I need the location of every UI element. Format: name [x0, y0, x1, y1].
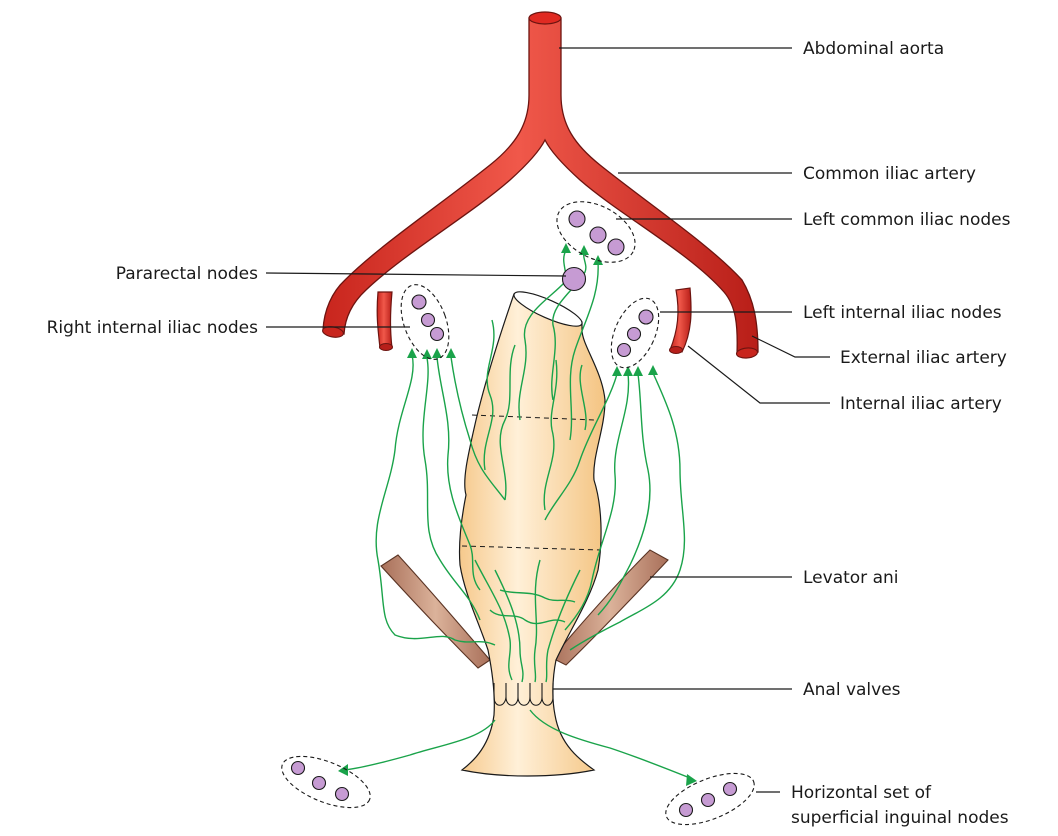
leader-internal-iliac-artery: [688, 346, 830, 403]
right-internal-iliac-node-group: [392, 278, 458, 366]
label-right-internal-iliac-nodes: Right internal iliac nodes: [47, 318, 259, 338]
label-superficial-inguinal-line1: Horizontal set of: [791, 783, 932, 803]
label-left-internal-iliac-nodes: Left internal iliac nodes: [803, 303, 1002, 323]
left-internal-iliac-artery: [670, 288, 691, 352]
label-abdominal-aorta: Abdominal aorta: [803, 39, 944, 59]
label-external-iliac-artery: External iliac artery: [840, 348, 1007, 368]
right-internal-iliac-artery: [377, 292, 392, 348]
label-internal-iliac-artery: Internal iliac artery: [840, 394, 1002, 414]
left-internal-iliac-node-group: [602, 291, 669, 375]
pararectal-node: [563, 268, 586, 291]
leader-pararectal-nodes: [266, 273, 566, 276]
left-inguinal-node-group: [659, 763, 761, 831]
label-common-iliac-artery: Common iliac artery: [803, 164, 976, 184]
label-superficial-inguinal-line2: superficial inguinal nodes: [791, 808, 1009, 828]
label-levator-ani: Levator ani: [803, 568, 898, 588]
right-inguinal-node-group: [275, 746, 377, 818]
label-pararectal-nodes: Pararectal nodes: [116, 264, 258, 284]
label-left-common-iliac-nodes: Left common iliac nodes: [803, 210, 1011, 230]
leader-external-iliac-artery: [752, 336, 830, 357]
label-anal-valves: Anal valves: [803, 680, 901, 700]
rectum-anal-canal: [459, 286, 605, 776]
